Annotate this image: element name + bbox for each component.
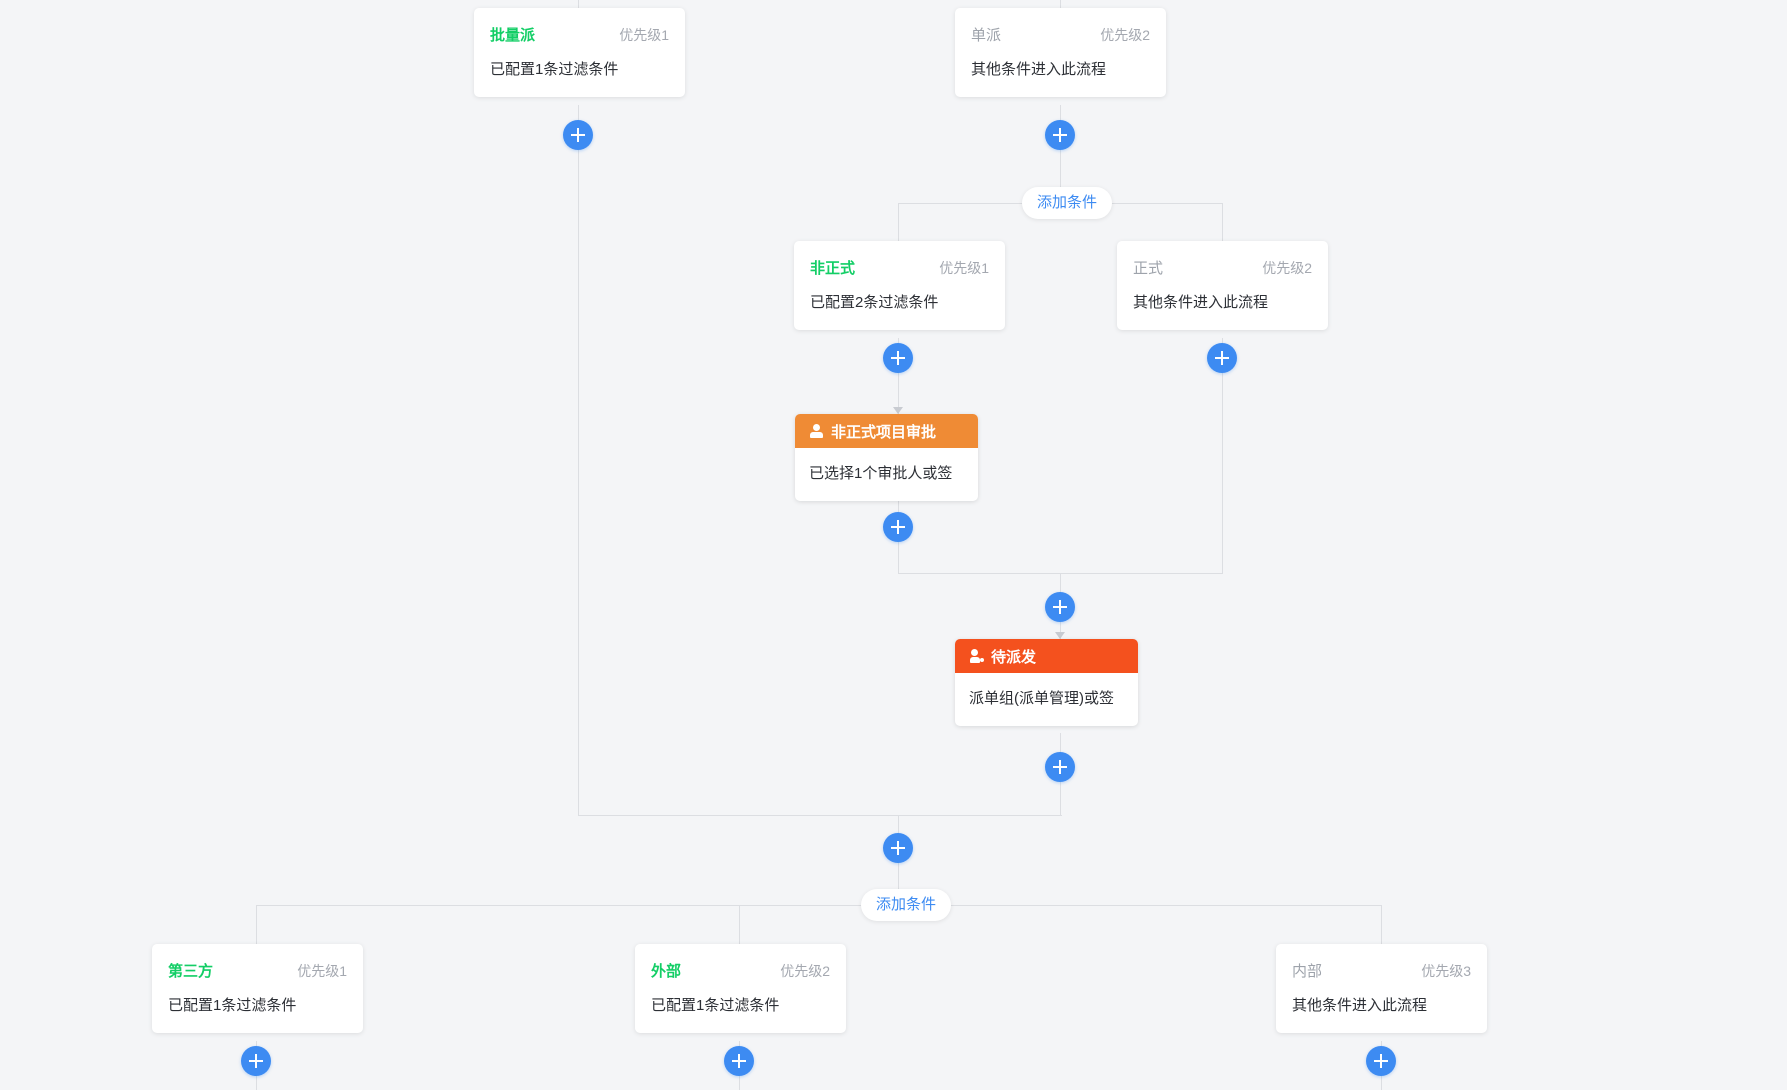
condition-card-external[interactable]: 外部 优先级2 已配置1条过滤条件 (635, 944, 846, 1033)
card-header: 正式 优先级2 (1117, 241, 1328, 278)
connector-line (1060, 105, 1061, 203)
node-description: 派单组(派单管理)或签 (969, 690, 1114, 707)
person-gear-icon (969, 649, 984, 663)
add-node-button[interactable] (724, 1046, 754, 1076)
branch-split-line (256, 905, 1381, 906)
card-header: 第三方 优先级1 (152, 944, 363, 981)
card-description: 已配置1条过滤条件 (490, 61, 619, 78)
add-node-button[interactable] (1045, 752, 1075, 782)
card-description: 已配置1条过滤条件 (651, 997, 780, 1014)
add-node-button[interactable] (1366, 1046, 1396, 1076)
add-node-button[interactable] (883, 833, 913, 863)
card-priority: 优先级1 (939, 260, 989, 276)
add-node-button[interactable] (883, 512, 913, 542)
branch-merge-line (578, 815, 1062, 816)
card-priority: 优先级1 (297, 963, 347, 979)
node-title: 非正式项目审批 (831, 423, 937, 441)
node-title: 待派发 (991, 648, 1037, 666)
card-header: 外部 优先级2 (635, 944, 846, 981)
card-title: 正式 (1133, 260, 1164, 277)
connector-line (739, 905, 740, 944)
card-description: 已配置1条过滤条件 (168, 997, 297, 1014)
condition-card-single[interactable]: 单派 优先级2 其他条件进入此流程 (955, 8, 1166, 97)
card-description: 其他条件进入此流程 (1133, 294, 1269, 311)
card-description: 其他条件进入此流程 (1292, 997, 1428, 1014)
connector-line (578, 0, 579, 8)
node-header: 非正式项目审批 (795, 414, 978, 448)
condition-card-thirdparty[interactable]: 第三方 优先级1 已配置1条过滤条件 (152, 944, 363, 1033)
card-priority: 优先级3 (1421, 963, 1471, 979)
person-icon (809, 424, 823, 438)
card-header: 单派 优先级2 (955, 8, 1166, 45)
card-priority: 优先级1 (619, 27, 669, 43)
condition-card-batch[interactable]: 批量派 优先级1 已配置1条过滤条件 (474, 8, 685, 97)
card-header: 非正式 优先级1 (794, 241, 1005, 278)
card-description: 已配置2条过滤条件 (810, 294, 939, 311)
card-priority: 优先级2 (780, 963, 830, 979)
add-condition-button[interactable]: 添加条件 (861, 889, 952, 921)
connector-line (1381, 905, 1382, 944)
connector-line (578, 209, 579, 815)
arrow-head-icon (893, 407, 903, 414)
node-description: 已选择1个审批人或签 (809, 465, 953, 482)
add-node-button[interactable] (241, 1046, 271, 1076)
connector-line (898, 203, 899, 241)
connector-line (256, 905, 257, 944)
card-description: 其他条件进入此流程 (971, 61, 1107, 78)
add-condition-button[interactable]: 添加条件 (1022, 187, 1113, 219)
card-priority: 优先级2 (1262, 260, 1312, 276)
connector-line (1060, 0, 1061, 8)
card-title: 批量派 (490, 27, 536, 44)
condition-card-internal[interactable]: 内部 优先级3 其他条件进入此流程 (1276, 944, 1487, 1033)
add-node-button[interactable] (1045, 120, 1075, 150)
connector-line (1222, 203, 1223, 241)
card-title: 第三方 (168, 963, 214, 980)
card-header: 批量派 优先级1 (474, 8, 685, 45)
condition-card-formal[interactable]: 正式 优先级2 其他条件进入此流程 (1117, 241, 1328, 330)
add-node-button[interactable] (883, 343, 913, 373)
add-node-button[interactable] (1045, 592, 1075, 622)
card-priority: 优先级2 (1100, 27, 1150, 43)
card-title: 外部 (651, 963, 682, 980)
node-header: 待派发 (955, 639, 1138, 673)
approval-node-informal[interactable]: 非正式项目审批 已选择1个审批人或签 (795, 414, 978, 501)
add-node-button[interactable] (1207, 343, 1237, 373)
card-title: 内部 (1292, 963, 1323, 980)
approval-node-dispatch[interactable]: 待派发 派单组(派单管理)或签 (955, 639, 1138, 726)
card-header: 内部 优先级3 (1276, 944, 1487, 981)
condition-card-informal[interactable]: 非正式 优先级1 已配置2条过滤条件 (794, 241, 1005, 330)
card-title: 非正式 (810, 260, 856, 277)
add-node-button[interactable] (563, 120, 593, 150)
arrow-head-icon (1055, 632, 1065, 639)
card-title: 单派 (971, 27, 1002, 44)
connector-line (1222, 338, 1223, 574)
connector-line (898, 338, 899, 414)
connector-line (578, 105, 579, 209)
